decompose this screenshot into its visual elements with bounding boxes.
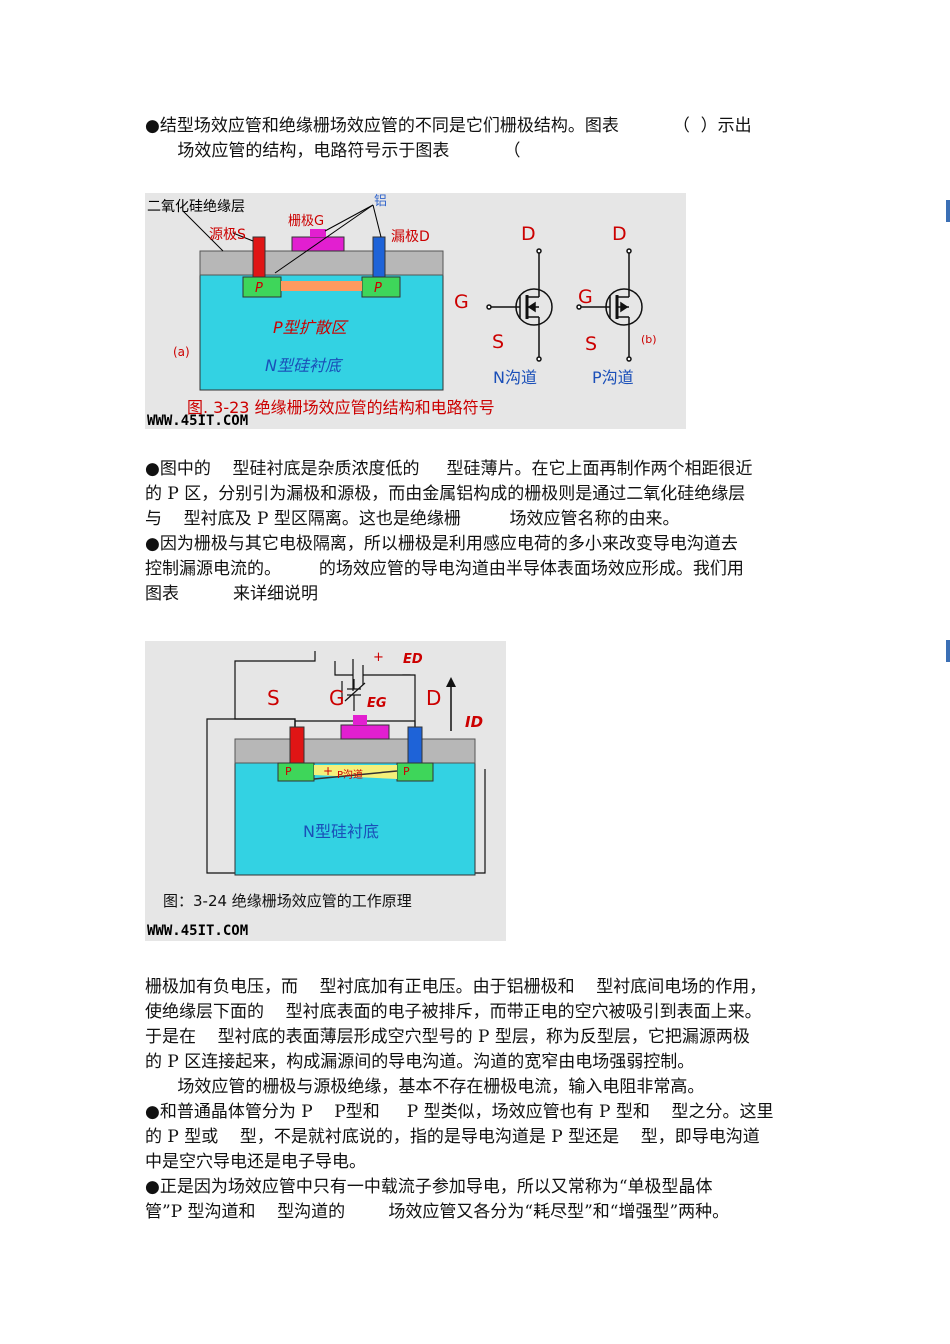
- figure1-watermark: WWW.45IT.COM: [147, 413, 248, 429]
- para3-line-8: 中是空穴导电还是电子导电。: [145, 1152, 366, 1172]
- label-substrate: N型硅衬底: [265, 356, 344, 375]
- edge-mark: [946, 200, 950, 222]
- label-d: D: [426, 686, 441, 710]
- label-s2: S: [585, 333, 597, 355]
- label-p-right: P: [374, 281, 382, 296]
- label-a: (a): [173, 345, 190, 359]
- edge-mark: [946, 640, 950, 662]
- para3-line-10: 管”P 型沟道和 型沟道的 场效应管又各分为“耗尽型”和“增强型”两种。: [145, 1202, 730, 1222]
- para1-line-2: 场效应管的结构，电路符号示于图表 （: [145, 141, 521, 161]
- label-s1: S: [492, 331, 504, 353]
- para2-line-3: 与 型衬底及 P 型区隔离。这也是绝缘栅 场效应管名称的由来。: [145, 509, 680, 529]
- para2-line-5: 控制漏源电流的。 的场效应管的导电沟道由半导体表面场效应形成。我们用: [145, 559, 744, 579]
- para1-line-1: ●结型场效应管和绝缘栅场效应管的不同是它们栅极结构。图表 （ ）示出: [145, 116, 752, 136]
- p-channel-symbol: [576, 248, 643, 362]
- para3-line-3: 于是在 型衬底的表面薄层形成空穴型号的 P 型层，称为反型层，它把漏源两极: [145, 1027, 750, 1047]
- label-s: S: [267, 686, 280, 710]
- para3-line-5: 场效应管的栅极与源极绝缘，基本不存在栅极电流，输入电阻非常高。: [145, 1077, 705, 1097]
- label-p-channel: P沟道: [592, 368, 634, 387]
- para3-line-6: ●和普通晶体管分为 P P型和 P 型类似，场效应管也有 P 型和 型之分。这里: [145, 1102, 774, 1122]
- figure1-caption: 图. 3-23 绝缘栅场效应管的结构和电路符号: [187, 398, 495, 417]
- label-plus: +: [323, 764, 333, 778]
- para3-line-2: 使绝缘层下面的 型衬底表面的电子被排斥，而带正电的空穴被吸引到表面上来。: [145, 1002, 762, 1022]
- label-drain: 漏极D: [391, 229, 430, 245]
- figure-mosfet-structure: 二氧化硅绝缘层 源极S 栅极G 铝 漏极D P P P型扩散区 (a) N型硅衬…: [145, 193, 686, 429]
- label-g1: G: [454, 291, 469, 313]
- id-arrow-icon: [446, 677, 456, 731]
- label-ed: ED: [403, 652, 423, 667]
- label-eg: EG: [367, 696, 387, 711]
- label-substrate: N型硅衬底: [303, 822, 379, 841]
- label-p-left: P: [285, 765, 292, 778]
- label-g: G: [329, 686, 345, 710]
- label-p-right: P: [403, 765, 410, 778]
- para3-line-9: ●正是因为场效应管中只有一中载流子参加导电，所以又常称为“单极型晶体: [145, 1177, 713, 1197]
- label-id: ID: [465, 713, 483, 731]
- label-p-diffusion: P型扩散区: [273, 318, 349, 337]
- label-sio2: 二氧化硅绝缘层: [147, 199, 245, 215]
- figure2-caption: 图：3-24 绝缘栅场效应管的工作原理: [163, 892, 412, 910]
- para2-line-1: ●图中的 型硅衬底是杂质浓度低的 型硅薄片。在它上面再制作两个相距很近: [145, 459, 753, 479]
- para2-line-6: 图表 来详细说明: [145, 584, 319, 604]
- label-al: 铝: [374, 194, 387, 209]
- label-plus-top: +: [373, 650, 384, 665]
- label-p-channel: P沟道: [337, 768, 363, 781]
- label-minus-top: −: [401, 668, 412, 683]
- para3-line-4: 的 P 区连接起来，构成漏源间的导电沟道。沟道的宽窄由电场强弱控制。: [145, 1052, 695, 1072]
- para2-line-4: ●因为栅极与其它电极隔离，所以栅极是利用感应电荷的多小来改变导电沟道去: [145, 534, 738, 554]
- figure-mosfet-working-principle: ED + − S G EG D ID P + P沟道 P N型硅衬底 图：3-2…: [145, 641, 506, 941]
- n-channel-symbol: [486, 248, 553, 362]
- label-gate: 栅极G: [288, 214, 324, 229]
- label-b: (b): [641, 333, 657, 346]
- label-p-left: P: [255, 281, 263, 296]
- para3-line-7: 的 P 型或 型，不是就衬底说的，指的是导电沟道是 P 型还是 型，即导电沟道: [145, 1127, 760, 1147]
- label-source: 源极S: [209, 227, 246, 243]
- figure2-watermark: WWW.45IT.COM: [147, 923, 248, 939]
- label-d2: D: [612, 223, 627, 245]
- label-n-channel: N沟道: [493, 368, 537, 387]
- para3-line-1: 栅极加有负电压，而 型衬底加有正电压。由于铝栅极和 型衬底间电场的作用，: [145, 977, 767, 997]
- label-g2: G: [578, 286, 593, 308]
- para2-line-2: 的 P 区，分别引为漏极和源极，而由金属铝构成的栅极则是通过二氧化硅绝缘层: [145, 484, 746, 504]
- label-d1: D: [521, 223, 536, 245]
